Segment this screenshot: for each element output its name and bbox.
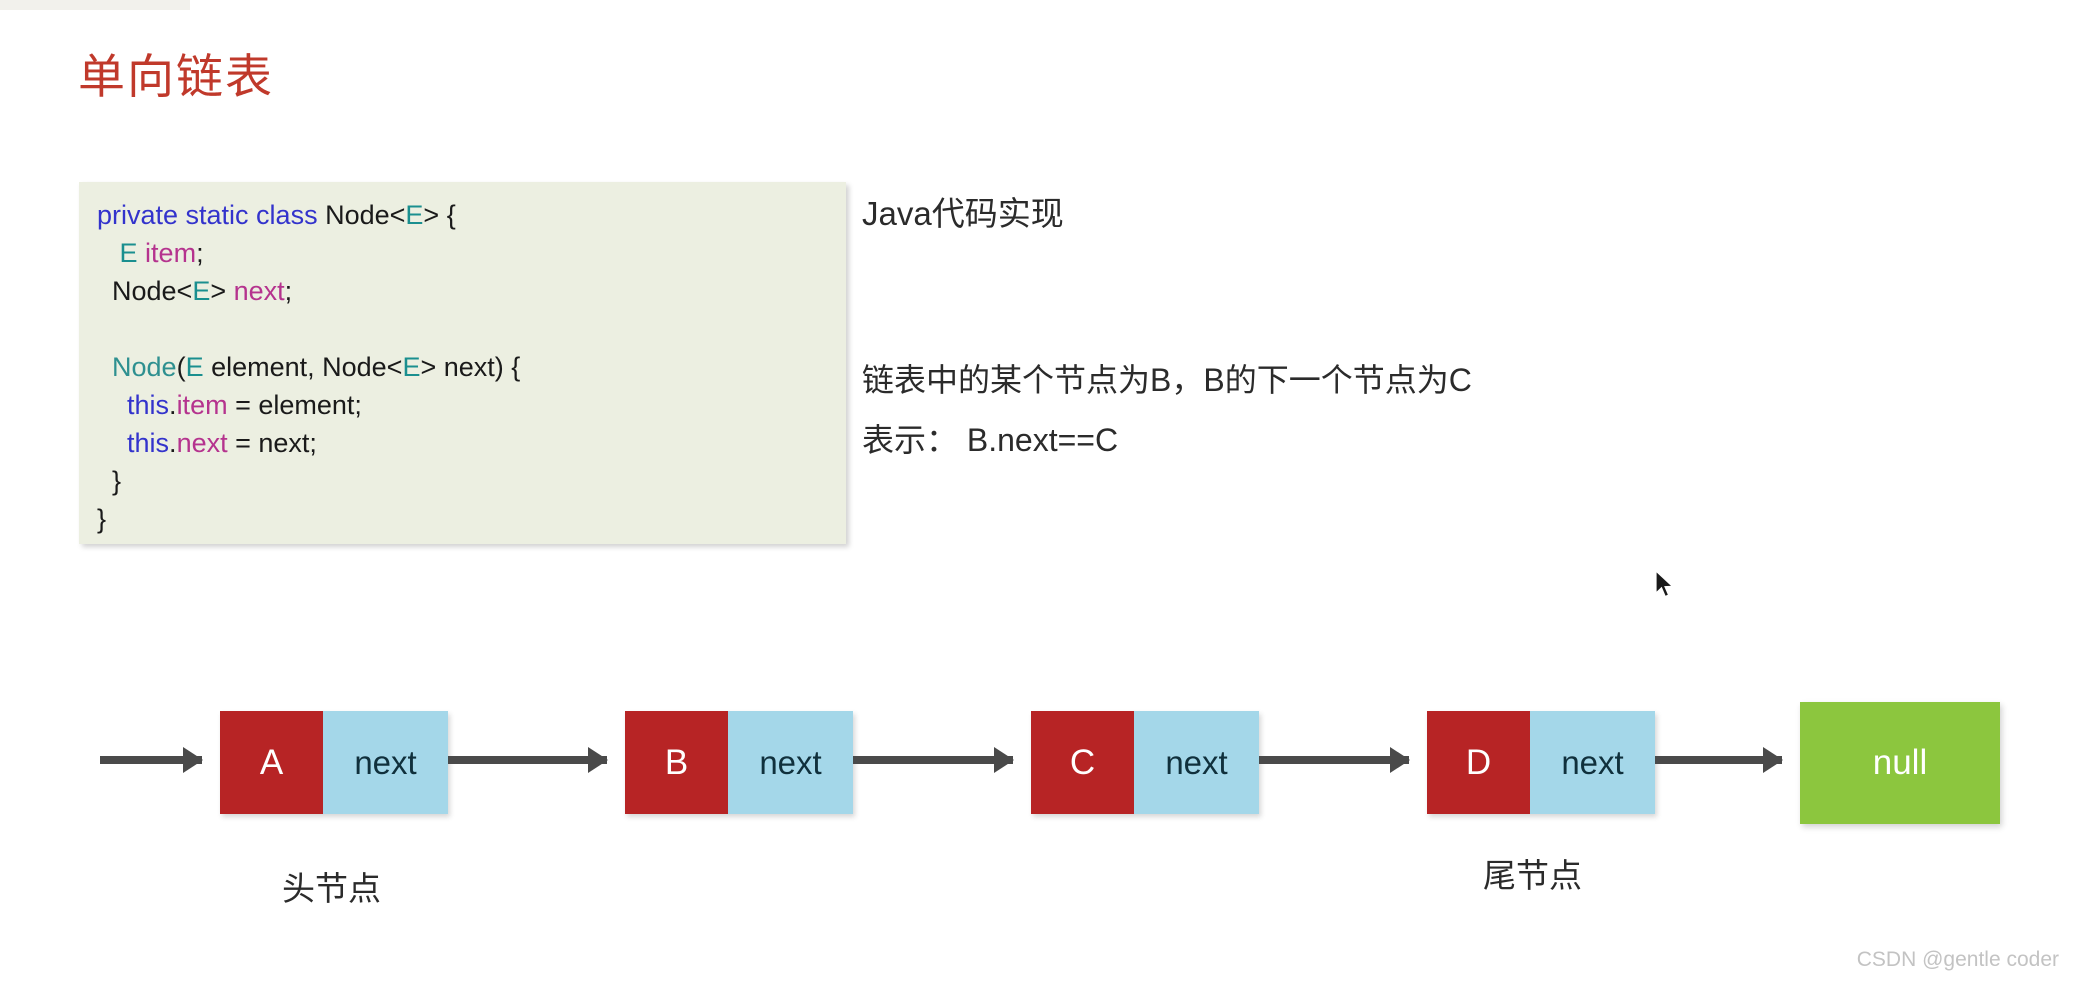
note-description-line: 链表中的某个节点为B，B的下一个节点为C <box>862 362 1472 398</box>
code-token: E <box>119 238 138 268</box>
code-line: } <box>97 500 846 538</box>
code-block-panel: private static class Node<E> { E item; N… <box>79 182 846 544</box>
mouse-pointer-icon <box>1655 569 1677 600</box>
code-token: this <box>127 428 170 458</box>
code-token: ( <box>176 352 186 382</box>
node-next-cell: next <box>1134 711 1259 814</box>
code-line <box>97 310 846 348</box>
code-token: = element; <box>227 390 362 420</box>
code-token: ; <box>284 276 293 306</box>
node-value-cell: B <box>625 711 728 814</box>
code-token: } <box>97 466 122 496</box>
node-value-cell: D <box>1427 711 1530 814</box>
node-next-cell: next <box>1530 711 1655 814</box>
code-token: . <box>169 390 177 420</box>
watermark: CSDN @gentle coder <box>1856 948 2059 971</box>
node-next-cell: next <box>728 711 853 814</box>
arrow-into-head <box>100 747 203 773</box>
code-token: private static class <box>97 200 326 230</box>
node-value-cell: A <box>220 711 323 814</box>
code-token: next <box>176 428 228 458</box>
code-token: E <box>405 200 424 230</box>
code-token: > { <box>423 200 456 230</box>
arrow-connector <box>1259 747 1410 773</box>
code-token: = next; <box>227 428 317 458</box>
code-token: this <box>127 390 170 420</box>
caption-tail-node: 尾节点 <box>1483 857 1582 894</box>
code-line: this.item = element; <box>97 386 846 424</box>
page-title: 单向链表 <box>78 50 274 103</box>
arrow-connector <box>448 747 608 773</box>
code-token <box>97 238 120 268</box>
arrow-connector <box>1655 747 1783 773</box>
code-token: } <box>97 504 107 534</box>
null-terminator-node: null <box>1800 702 2000 824</box>
code-line: Node(E element, Node<E> next) { <box>97 348 846 386</box>
arrow-connector <box>853 747 1014 773</box>
code-token <box>97 390 127 420</box>
code-block-body: private static class Node<E> { E item; N… <box>97 196 846 538</box>
code-token: E <box>192 276 211 306</box>
code-line: private static class Node<E> { <box>97 196 846 234</box>
top-edge-artifact <box>0 0 190 10</box>
code-token: Node <box>112 352 177 382</box>
code-token: Node< <box>97 276 193 306</box>
code-line: this.next = next; <box>97 424 846 462</box>
code-line: Node<E> next; <box>97 272 846 310</box>
code-token: E <box>185 352 204 382</box>
code-token <box>97 352 112 382</box>
code-token: > next) { <box>420 352 521 382</box>
code-token: E <box>402 352 421 382</box>
code-token: > <box>210 276 234 306</box>
code-token: item <box>145 238 197 268</box>
code-token: Node< <box>325 200 406 230</box>
code-line: E item; <box>97 234 846 272</box>
note-expression-line: 表示： B.next==C <box>862 422 1119 458</box>
code-token: ; <box>196 238 204 268</box>
node-next-cell: next <box>323 711 448 814</box>
code-token <box>97 428 127 458</box>
node-value-cell: C <box>1031 711 1134 814</box>
code-line: } <box>97 462 846 500</box>
code-token <box>138 238 146 268</box>
code-token: item <box>176 390 228 420</box>
code-token: next <box>233 276 285 306</box>
code-token: element, Node< <box>203 352 403 382</box>
note-heading: Java代码实现 <box>862 195 1064 232</box>
caption-head-node: 头节点 <box>282 870 381 907</box>
code-token: . <box>169 428 177 458</box>
